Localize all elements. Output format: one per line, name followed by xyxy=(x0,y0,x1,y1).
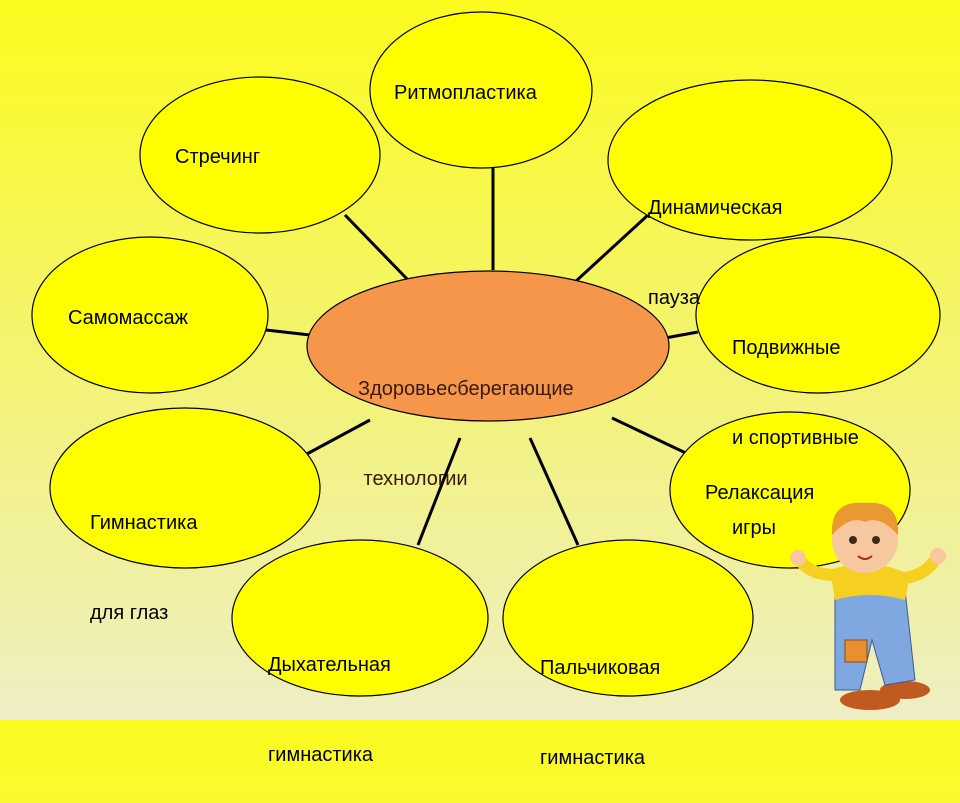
label-finger-gymnastics: Пальчиковая гимнастика xyxy=(540,593,660,803)
label-line: гимнастика xyxy=(540,747,646,769)
label-line: Пальчиковая xyxy=(540,657,661,679)
label-line: и спортивные xyxy=(732,427,859,449)
label-rhythmoplastics: Ритмопластика xyxy=(394,82,537,104)
node-finger-gymnastics xyxy=(502,539,754,697)
center-title-line1: Здоровьесберегающие xyxy=(358,378,574,400)
label-line: Динамическая xyxy=(648,197,783,219)
connector-eye-gymnastics xyxy=(304,418,371,457)
label-line: гимнастика xyxy=(268,744,374,766)
label-line: для глаз xyxy=(90,602,169,624)
connector-finger xyxy=(528,437,580,546)
node-eye-gymnastics xyxy=(49,407,321,569)
connectors xyxy=(265,168,699,546)
label-line: Дыхательная xyxy=(268,654,391,676)
label-line: пауза xyxy=(648,287,701,309)
center-title-line2: технологии xyxy=(358,468,468,490)
label-line: игры xyxy=(732,517,776,539)
center-node xyxy=(306,270,670,422)
label-stretching: Стречинг xyxy=(175,146,261,168)
connector-self-massage xyxy=(265,328,311,337)
label-breathing-gymnastics: Дыхательная гимнастика xyxy=(268,590,391,800)
connector-outdoor-games xyxy=(664,330,699,340)
label-relaxation: Релаксация xyxy=(705,482,815,504)
label-eye-gymnastics: Гимнастика для глаз xyxy=(90,448,197,658)
node-breathing-gymnastics xyxy=(231,539,489,697)
label-dynamic-pause: Динамическая пауза xyxy=(648,133,783,343)
node-outdoor-games xyxy=(695,236,941,394)
node-self-massage xyxy=(31,236,269,394)
node-stretching xyxy=(139,76,381,234)
center-label: Здоровьесберегающие технологии xyxy=(358,314,574,524)
connector-dynamic-pause xyxy=(573,213,650,284)
node-dynamic-pause xyxy=(607,79,893,241)
connector-breathing xyxy=(416,437,462,546)
diagram-canvas xyxy=(31,11,946,710)
connector-relaxation xyxy=(611,416,691,457)
label-self-massage: Самомассаж xyxy=(68,307,189,329)
child-illustration xyxy=(790,502,946,710)
label-line: Подвижные xyxy=(732,337,841,359)
label-outdoor-games: Подвижные и спортивные игры xyxy=(732,273,859,573)
connector-stretching xyxy=(343,213,412,284)
label-line: Гимнастика xyxy=(90,512,198,534)
node-rhythmoplastics xyxy=(369,11,593,169)
